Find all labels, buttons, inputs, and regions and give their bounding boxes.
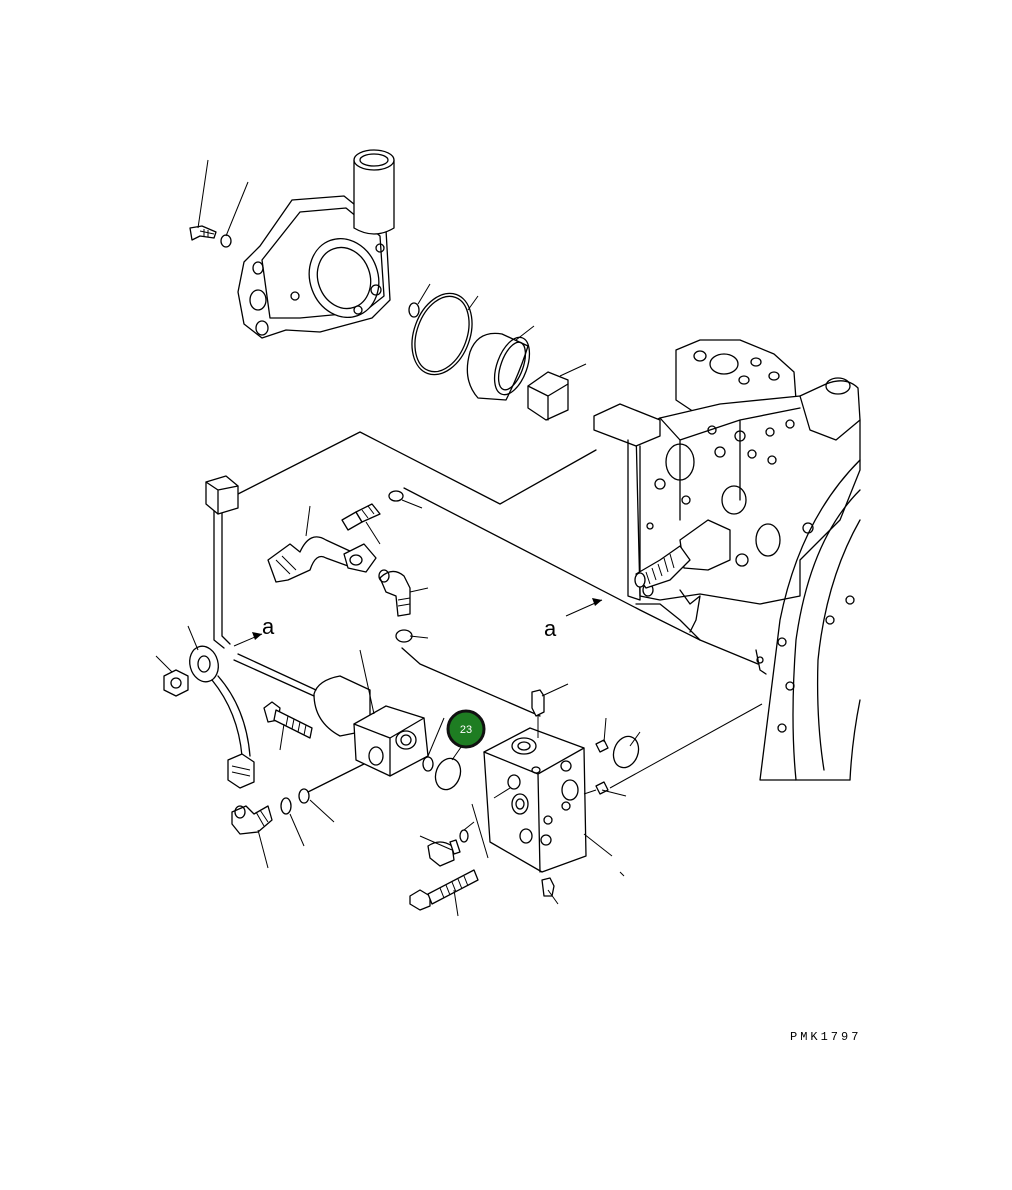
bolt-top bbox=[189, 225, 217, 241]
nut bbox=[163, 669, 189, 697]
leader-lines-lower-left bbox=[155, 625, 467, 869]
washer-top bbox=[220, 234, 232, 248]
long-bolt bbox=[409, 869, 479, 911]
callout-23[interactable]: 23 bbox=[446, 709, 486, 749]
transmission-housing bbox=[593, 339, 861, 781]
plug-solenoid bbox=[298, 763, 365, 804]
connector bbox=[205, 475, 239, 515]
pipe-stub bbox=[353, 149, 395, 235]
elbow-fitting bbox=[378, 569, 411, 617]
view-label-right: a bbox=[544, 616, 557, 641]
leader-lines-middle bbox=[305, 499, 429, 639]
solenoid-valve bbox=[233, 653, 429, 777]
clip bbox=[527, 371, 569, 421]
tube-assembly bbox=[189, 645, 255, 789]
leader-lines-lower-right bbox=[419, 683, 641, 917]
elbow-lower bbox=[231, 805, 273, 835]
drawing-code: PMK1797 bbox=[790, 1030, 861, 1044]
valve-block bbox=[483, 727, 587, 873]
bolt-solenoid bbox=[263, 701, 313, 739]
bushing bbox=[466, 332, 531, 401]
o-ring-fitting-2 bbox=[395, 629, 413, 643]
o-ring-small-top bbox=[408, 302, 420, 318]
straight-fitting bbox=[341, 503, 381, 531]
view-label-left: a bbox=[262, 614, 275, 639]
o-ring-solenoid-small bbox=[422, 756, 434, 772]
callout-23-ring bbox=[446, 709, 486, 749]
elbow-hose bbox=[267, 536, 377, 583]
leader-lines-top bbox=[197, 159, 587, 377]
o-ring-lower bbox=[280, 797, 292, 815]
wiring-harness bbox=[213, 431, 759, 717]
o-ring-large-top bbox=[411, 292, 473, 376]
view-arrow-right: a bbox=[544, 598, 603, 641]
callout-23-label: 23 bbox=[460, 724, 472, 736]
o-ring-large-top-inner bbox=[414, 295, 470, 373]
valve-block-small-parts bbox=[427, 689, 763, 897]
o-ring-fitting-1 bbox=[388, 490, 404, 502]
o-ring-solenoid-large bbox=[434, 757, 462, 791]
view-arrow-left: a bbox=[233, 614, 275, 647]
flange-housing bbox=[237, 195, 391, 339]
